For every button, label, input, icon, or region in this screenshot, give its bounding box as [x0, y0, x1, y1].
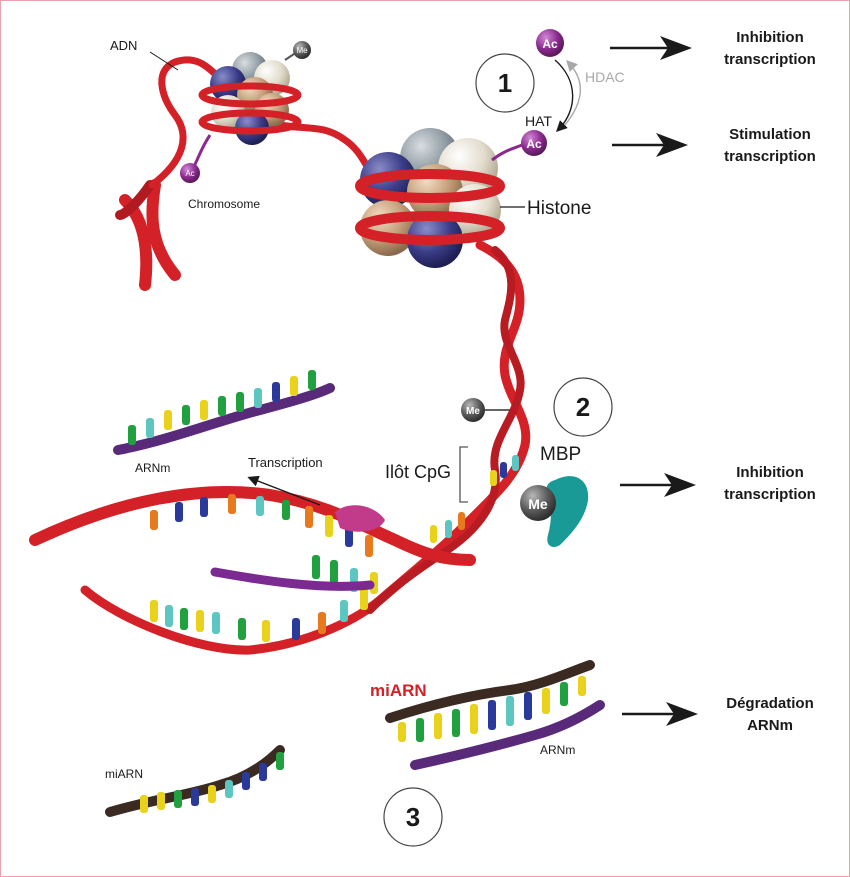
rna-polymerase-icon [335, 505, 385, 532]
mbp-protein-icon [546, 476, 589, 547]
outcome-3-line2: transcription [724, 486, 816, 503]
dna-double-helix [29, 240, 531, 655]
transcription-arrow [247, 475, 321, 506]
outcome-1-line1: Inhibition [736, 29, 803, 46]
chromosome-label: Chromosome [188, 197, 260, 211]
acetyl-group-hdac-icon [536, 29, 564, 57]
cpg-island-label: Ilôt CpG [385, 462, 451, 482]
outcome-4-line1: Dégradation [726, 695, 814, 712]
mirna-mrna-duplex [385, 660, 605, 770]
ac-hdac-label: Ac [542, 37, 558, 51]
me-small-label: Me [296, 46, 308, 55]
step-2-circle [553, 377, 613, 437]
mirna-strand-lower [105, 745, 285, 817]
step-1-number: 1 [498, 68, 512, 98]
hat-label: HAT [525, 113, 552, 129]
outcome-3-line1: Inhibition [736, 464, 803, 481]
step-3-circle [383, 787, 443, 847]
histone-label: Histone [527, 198, 591, 219]
ac-stalk-large [491, 143, 523, 162]
outcome-2-line1: Stimulation [729, 126, 811, 143]
adn-label: ADN [110, 38, 137, 53]
outcome-4-line2: ARNm [747, 717, 793, 734]
hdac-cycle-arrow [564, 59, 582, 126]
me-dna-label: Me [466, 406, 480, 417]
histone-nucleosome [355, 128, 505, 268]
transcription-label: Transcription [248, 455, 323, 470]
step-3-number: 3 [406, 802, 420, 832]
outcome-1-line2: transcription [724, 51, 816, 68]
small-nucleosome [198, 52, 302, 145]
dna-linker-strand [148, 56, 374, 189]
nascent-mrna-strand [210, 567, 375, 591]
ac-hat-label: Ac [526, 137, 542, 151]
acetyl-group-hat-icon [521, 130, 547, 156]
adn-leader-line [149, 51, 179, 71]
step-1-circle [475, 53, 535, 113]
mirna-lower-label: miARN [105, 767, 143, 781]
me-mbp-label: Me [528, 496, 548, 512]
mbp-label: MBP [540, 444, 581, 465]
step-2-number: 2 [576, 392, 590, 422]
outcome-arrows [610, 36, 698, 726]
ac-small-label: Ac [185, 169, 194, 178]
mrna-upper-label: ARNm [135, 461, 170, 475]
outcome-2-line2: transcription [724, 148, 816, 165]
methyl-group-dna-icon [461, 398, 485, 422]
hdac-label: HDAC [585, 69, 625, 85]
dna-base-pairs [150, 455, 519, 642]
cpg-bracket [459, 446, 468, 503]
mirna-red-label: miARN [370, 681, 427, 700]
methyl-group-mbp-icon [520, 485, 556, 521]
methyl-group-small-icon [293, 41, 311, 59]
mrna-lower-label: ARNm [540, 743, 575, 757]
mrna-strand-upper [113, 370, 335, 455]
hat-cycle-arrow [554, 59, 574, 132]
acetyl-group-small-icon [180, 163, 200, 183]
chromosome-icon [115, 179, 181, 291]
